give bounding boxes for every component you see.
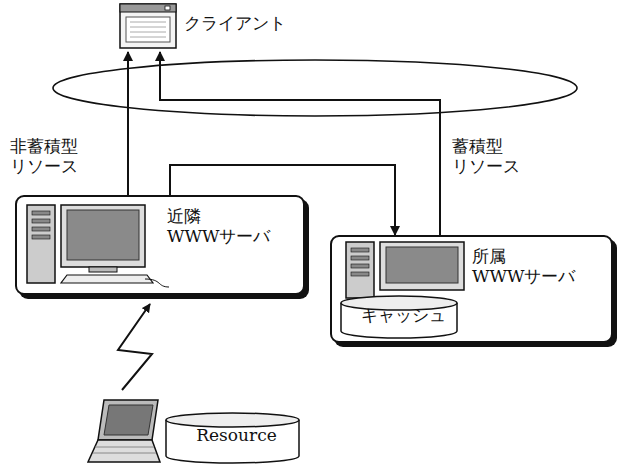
edge-label: 非蓄積型 リソース	[8, 136, 80, 177]
computer-icon	[17, 197, 307, 297]
connector-arrow	[127, 52, 129, 195]
server-box: 所属 WWWサーバキャッシュ	[330, 235, 613, 343]
network-ring	[53, 60, 577, 116]
node-label: キャッシュ	[340, 306, 466, 326]
laptop-icon	[88, 400, 160, 462]
node-label: 近隣 WWWサーバ	[167, 207, 270, 246]
node-label: Resource	[165, 426, 308, 446]
client-node: クライアント	[118, 2, 348, 52]
resource-cylinder: Resource	[165, 412, 308, 464]
cache-cylinder: キャッシュ	[340, 295, 466, 339]
edge-label: 蓄積型 リソース	[450, 136, 522, 177]
server-box: 近隣 WWWサーバ	[15, 195, 305, 295]
node-label: クライアント	[184, 14, 286, 34]
node-label: 所属 WWWサーバ	[472, 247, 575, 286]
wireless-link	[118, 304, 152, 390]
